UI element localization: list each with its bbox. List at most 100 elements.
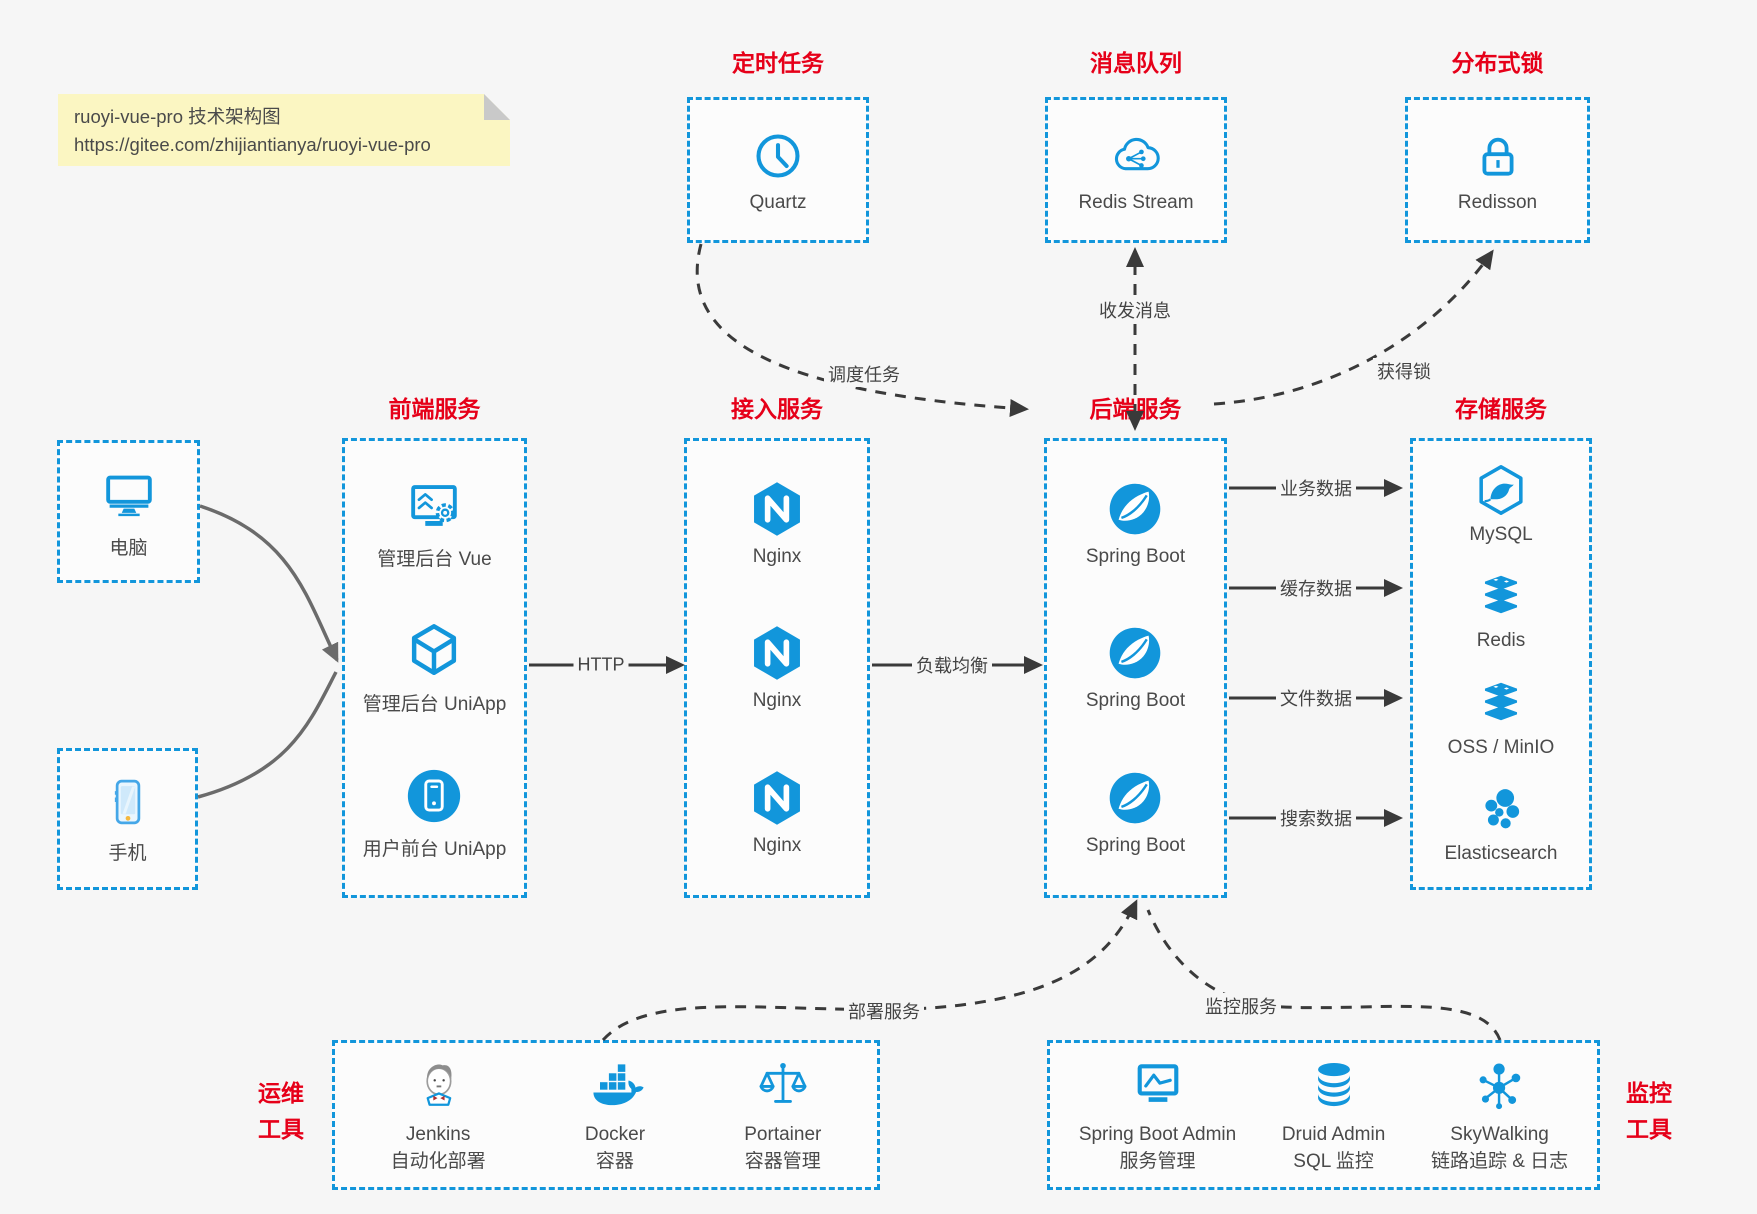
node-label: 用户前台 UniApp bbox=[362, 838, 507, 860]
node-springboot-1: Spring Boot bbox=[1086, 479, 1185, 568]
node-mysql: MySQL bbox=[1469, 463, 1533, 546]
node-redis-stream: Redis Stream bbox=[1078, 127, 1194, 214]
edge-label-monitor: 监控服务 bbox=[1201, 993, 1281, 1019]
group-title-gateway: 接入服务 bbox=[731, 396, 823, 422]
node-label: Nginx bbox=[752, 835, 802, 857]
edge-label-load-balance: 负载均衡 bbox=[912, 652, 992, 678]
node-label: Spring Boot bbox=[1085, 835, 1186, 857]
message-queue-box: Redis Stream bbox=[1045, 97, 1227, 243]
group-title-devops: 运维 工具 bbox=[258, 1080, 304, 1142]
edge-label-deploy: 部署服务 bbox=[844, 998, 924, 1024]
note-url: https://gitee.com/zhijiantianya/ruoyi-vu… bbox=[74, 133, 431, 155]
node-nginx-3: Nginx bbox=[747, 768, 807, 857]
node-elasticsearch: Elasticsearch bbox=[1445, 782, 1558, 865]
node-label: Elasticsearch bbox=[1444, 843, 1558, 865]
node-admin-uniapp: 管理后台 UniApp bbox=[362, 620, 507, 716]
client-phone-box: 手机 bbox=[57, 748, 198, 890]
edge-messages-arrow-up bbox=[1126, 247, 1144, 267]
node-label: Druid Admin bbox=[1281, 1123, 1386, 1145]
node-label: 管理后台 UniApp bbox=[362, 693, 507, 715]
node-label: Docker bbox=[584, 1123, 646, 1145]
node-label: OSS / MinIO bbox=[1447, 736, 1555, 758]
node-computer: 电脑 bbox=[98, 464, 160, 560]
spring-icon bbox=[1105, 479, 1165, 539]
frontend-box: 管理后台 Vue 管理后台 UniApp 用户前台 UniApp bbox=[342, 438, 527, 898]
distributed-lock-box: Redisson bbox=[1405, 97, 1590, 243]
mobile-app-icon bbox=[403, 765, 465, 827]
edge-label-acquire-lock: 获得锁 bbox=[1373, 358, 1435, 384]
uniapp-cube-icon bbox=[403, 620, 465, 682]
lock-icon bbox=[1469, 127, 1527, 185]
edge-label-http: HTTP bbox=[573, 654, 629, 676]
node-springboot-2: Spring Boot bbox=[1086, 623, 1185, 712]
node-label: 电脑 bbox=[109, 537, 148, 559]
note-title: ruoyi-vue-pro 技术架构图 bbox=[74, 106, 281, 127]
node-label: Redisson bbox=[1457, 191, 1538, 213]
node-label: Spring Boot Admin bbox=[1078, 1123, 1237, 1145]
node-admin-vue: 管理后台 Vue bbox=[377, 475, 492, 571]
group-title-monitoring: 监控 工具 bbox=[1626, 1080, 1672, 1142]
desktop-icon bbox=[98, 464, 160, 526]
node-label: Jenkins bbox=[405, 1123, 471, 1145]
edge-label-business-data: 业务数据 bbox=[1276, 475, 1356, 501]
node-label: MySQL bbox=[1469, 523, 1533, 545]
node-redis: Redis bbox=[1474, 569, 1528, 652]
node-quartz: Quartz bbox=[749, 127, 807, 214]
monitoring-box: Spring Boot Admin 服务管理 Druid Admin SQL 监… bbox=[1047, 1040, 1600, 1190]
mysql-icon bbox=[1474, 463, 1528, 517]
node-sublabel: 服务管理 bbox=[1119, 1150, 1196, 1172]
node-sublabel: SQL 监控 bbox=[1293, 1150, 1374, 1172]
node-label: 手机 bbox=[108, 843, 147, 864]
group-title-frontend: 前端服务 bbox=[388, 396, 481, 422]
clock-icon bbox=[749, 127, 807, 185]
node-label: 管理后台 Vue bbox=[377, 549, 492, 571]
node-springboot-3: Spring Boot bbox=[1086, 768, 1185, 857]
edge-monitor bbox=[1146, 909, 1502, 1041]
spring-icon bbox=[1105, 623, 1165, 683]
edge-phone-frontend bbox=[197, 671, 338, 799]
gateway-box: Nginx Nginx Nginx bbox=[684, 438, 870, 898]
jenkins-icon bbox=[408, 1055, 468, 1115]
node-nginx-1: Nginx bbox=[747, 479, 807, 568]
node-oss-minio: OSS / MinIO bbox=[1447, 676, 1555, 759]
node-sublabel: 容器管理 bbox=[744, 1150, 821, 1172]
node-user-uniapp: 用户前台 UniApp bbox=[362, 765, 507, 861]
admin-vue-icon bbox=[403, 475, 465, 537]
node-docker: Docker 容器 bbox=[585, 1055, 645, 1175]
node-jenkins: Jenkins 自动化部署 bbox=[391, 1055, 486, 1175]
edge-acquire-lock bbox=[1213, 249, 1494, 406]
group-title-lock: 分布式锁 bbox=[1451, 50, 1544, 76]
backend-box: Spring Boot Spring Boot Spring Boot bbox=[1044, 438, 1227, 898]
nginx-icon bbox=[747, 623, 807, 683]
node-sublabel: 链路追踪 & 日志 bbox=[1430, 1150, 1569, 1172]
node-label: Redis bbox=[1476, 630, 1526, 652]
portainer-icon bbox=[753, 1055, 813, 1115]
node-spring-boot-admin: Spring Boot Admin 服务管理 bbox=[1079, 1055, 1236, 1175]
node-redisson: Redisson bbox=[1458, 127, 1537, 214]
edge-label-search-data: 搜索数据 bbox=[1276, 805, 1356, 831]
elasticsearch-icon bbox=[1474, 782, 1528, 836]
node-druid-admin: Druid Admin SQL 监控 bbox=[1281, 1055, 1386, 1175]
spring-boot-admin-icon bbox=[1128, 1055, 1188, 1115]
edge-label-messages: 收发消息 bbox=[1095, 297, 1175, 323]
redis-icon bbox=[1474, 569, 1528, 623]
storage-box: MySQL Redis OSS / MinIO Elasticsearch bbox=[1410, 438, 1592, 890]
node-label: Quartz bbox=[749, 191, 807, 213]
scheduler-box: Quartz bbox=[687, 97, 869, 243]
node-nginx-2: Nginx bbox=[747, 623, 807, 712]
edge-label-cache-data: 缓存数据 bbox=[1276, 575, 1356, 601]
node-label: Spring Boot bbox=[1085, 690, 1186, 712]
node-label: Nginx bbox=[752, 545, 802, 567]
nginx-icon bbox=[747, 768, 807, 828]
docker-icon bbox=[585, 1055, 645, 1115]
group-title-mq: 消息队列 bbox=[1090, 50, 1182, 76]
cloud-share-icon bbox=[1107, 127, 1165, 185]
druid-icon bbox=[1304, 1055, 1364, 1115]
group-title-backend: 后端服务 bbox=[1089, 396, 1182, 422]
edge-label-file-data: 文件数据 bbox=[1276, 685, 1356, 711]
nginx-icon bbox=[747, 479, 807, 539]
node-skywalking: SkyWalking 链路追踪 & 日志 bbox=[1431, 1055, 1568, 1175]
node-label: Portainer bbox=[744, 1123, 822, 1145]
sticky-note: ruoyi-vue-pro 技术架构图 https://gitee.com/zh… bbox=[58, 94, 510, 166]
